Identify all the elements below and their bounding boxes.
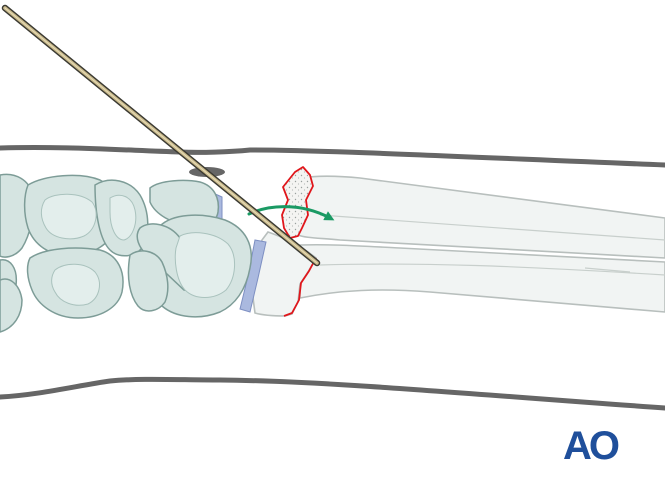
radius-shaft bbox=[299, 243, 665, 313]
ao-logo: AO bbox=[563, 424, 620, 468]
skin-outline-dorsal bbox=[0, 144, 665, 168]
fracture-line-distal bbox=[283, 257, 317, 317]
fracture-surface bbox=[281, 166, 314, 239]
ulna-shaft bbox=[297, 175, 665, 259]
carpal-highlights bbox=[40, 193, 235, 306]
k-wire-icon bbox=[1, 4, 321, 267]
skin-outline-volar bbox=[0, 376, 665, 411]
